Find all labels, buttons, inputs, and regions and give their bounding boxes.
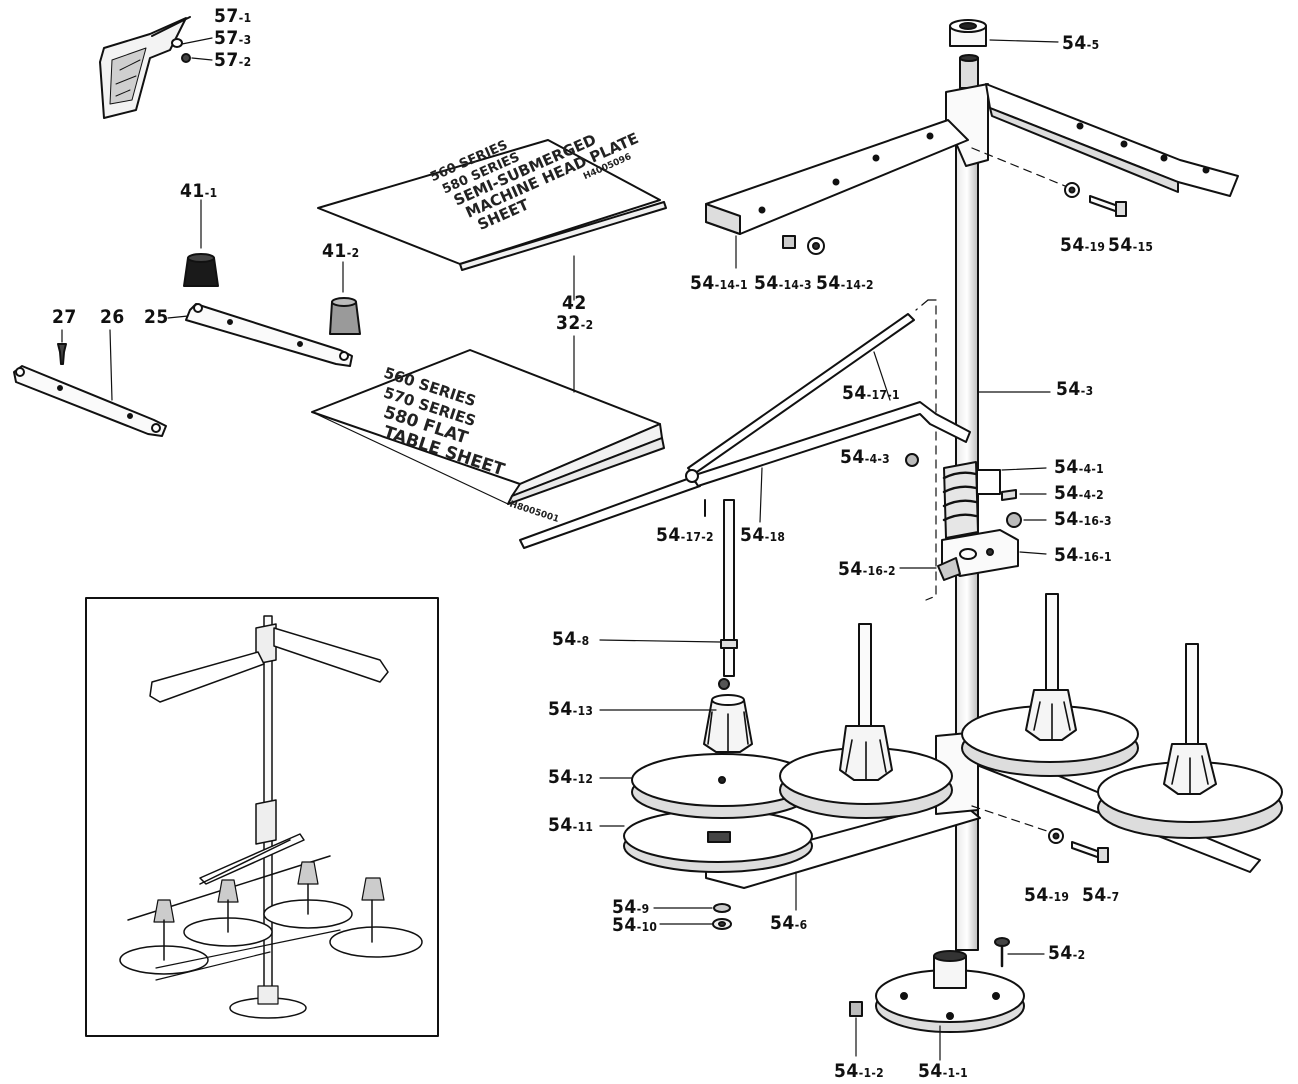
rail-25 (167, 303, 353, 367)
bolt-54-15 (1089, 195, 1127, 217)
nut-54-10 (659, 918, 732, 930)
screw-27 (57, 329, 67, 365)
callout-54-12: 54-12 (548, 766, 594, 788)
assembled-inset (85, 597, 439, 1037)
callout-57-1: 57-1 (214, 5, 252, 27)
callout-54-11: 54-11 (548, 814, 594, 836)
washer-54-19-top (1064, 182, 1080, 198)
upper-arm-bracket (705, 83, 1239, 269)
callout-54-7: 54-7 (1082, 884, 1120, 906)
spool-2 (779, 623, 953, 819)
spool-3 (961, 593, 1139, 777)
callout-54-16-1: 54-16-1 (1054, 544, 1112, 566)
cap-41-2 (329, 261, 361, 335)
callout-54-1-1: 54-1-1 (918, 1060, 968, 1082)
bolt-54-7 (1071, 841, 1109, 863)
callout-54-19-bottom: 54-19 (1024, 884, 1070, 906)
callout-54-8: 54-8 (552, 628, 590, 650)
callout-54-13: 54-13 (548, 698, 594, 720)
callout-32-2: 32-2 (556, 312, 594, 334)
callout-54-14-2: 54-14-2 (816, 272, 874, 294)
collar-top (959, 54, 979, 89)
sheet-code: H8005001 (508, 500, 560, 525)
callout-54-16-3: 54-16-3 (1054, 508, 1112, 530)
callout-54-16-2: 54-16-2 (838, 558, 896, 580)
callout-41-2: 41-2 (322, 240, 360, 262)
callout-54-14-1: 54-14-1 (690, 272, 748, 294)
callout-54-4-2: 54-4-2 (1054, 482, 1104, 504)
washer-54-14-2 (807, 237, 825, 255)
cap-54-5 (949, 19, 1059, 47)
callout-54-4-3: 54-4-3 (840, 446, 890, 468)
spring-collar-54-4-1 (942, 461, 1047, 539)
washer-54-9 (653, 903, 731, 913)
rail-26 (13, 329, 167, 437)
spindle-54-8 (599, 499, 738, 677)
callout-54-14-3: 54-14-3 (754, 272, 812, 294)
callout-54-18: 54-18 (740, 524, 786, 546)
cap-41-1 (183, 199, 219, 287)
spool-4 (1097, 643, 1283, 839)
callout-42: 42 (562, 292, 587, 314)
bracket-57-1 (99, 16, 213, 119)
callout-54-15: 54-15 (1108, 234, 1154, 256)
cone-54-13 (703, 678, 753, 753)
callout-54-17-1: 54-17-1 (842, 382, 900, 404)
callout-25: 25 (144, 306, 169, 328)
setscrew-54-1-2 (849, 1001, 863, 1057)
callout-54-2: 54-2 (1048, 942, 1086, 964)
callout-57-3: 57-3 (214, 27, 252, 49)
nut-54-14-3 (782, 235, 796, 249)
nut-54-4-3 (905, 453, 919, 467)
callout-54-4-1: 54-4-1 (1054, 456, 1104, 478)
callout-54-6: 54-6 (770, 912, 808, 934)
screw-54-4-2 (1001, 489, 1047, 501)
floor-base-54-1-1 (875, 950, 1025, 1061)
callout-54-17-2: 54-17-2 (656, 524, 714, 546)
disc-54-11 (623, 809, 813, 873)
washer-54-19-bottom (1048, 828, 1064, 844)
screw-54-2 (994, 937, 1045, 968)
sheet-42 (317, 139, 667, 271)
callout-57-2: 57-2 (214, 49, 252, 71)
guide-rod-54-18 (519, 401, 971, 549)
callout-54-5: 54-5 (1062, 32, 1100, 54)
thumbscrew-54-16-2 (899, 557, 961, 581)
callout-54-1-2: 54-1-2 (834, 1060, 884, 1082)
callout-54-3: 54-3 (1056, 378, 1094, 400)
disc-54-12 (631, 753, 813, 819)
callout-27: 27 (52, 306, 77, 328)
callout-54-9: 54-9 (612, 896, 650, 918)
callout-54-19-top: 54-19 (1060, 234, 1106, 256)
callout-41-1: 41-1 (180, 180, 218, 202)
sheet-32-2 (311, 349, 665, 505)
nut-54-16-3 (1006, 512, 1047, 528)
callout-54-10: 54-10 (612, 914, 658, 936)
callout-26: 26 (100, 306, 125, 328)
